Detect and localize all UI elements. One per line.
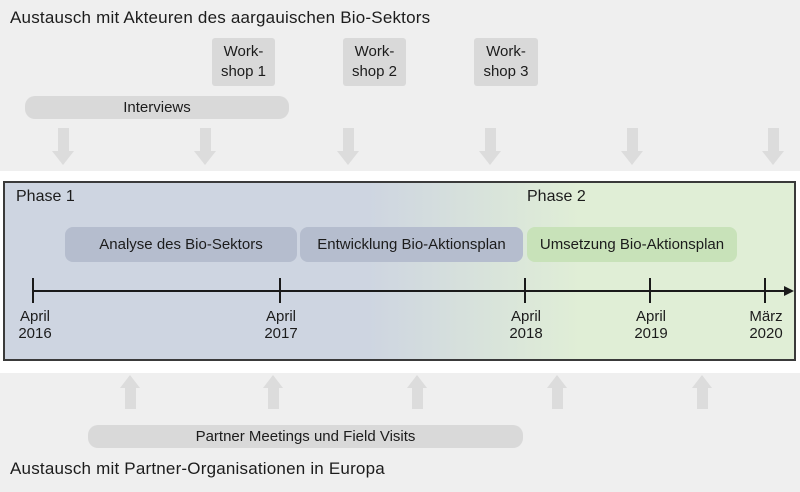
timeline-arrowhead-icon [784, 286, 794, 296]
tick-label-april-2017: April 2017 [264, 308, 298, 342]
workshop-2-label-line2: shop 2 [351, 63, 398, 80]
workshop-3-box: Work- shop 3 [474, 38, 538, 86]
down-arrow-icon [479, 128, 501, 165]
timeline-tick [764, 278, 766, 303]
timeline-tick [524, 278, 526, 303]
workshop-3-label-line1: Work- [486, 43, 526, 60]
down-arrow-icon [621, 128, 643, 165]
workshop-1-label-line1: Work- [223, 43, 264, 60]
tick-label-april-2016: April 2016 [18, 308, 52, 342]
phase-2-label: Phase 2 [527, 188, 586, 205]
top-section-title: Austausch mit Akteuren des aargauischen … [10, 8, 431, 27]
top-exchange-section: Austausch mit Akteuren des aargauischen … [0, 0, 800, 171]
tick-label-april-2019: April 2019 [634, 308, 668, 342]
phase-1-label: Phase 1 [16, 188, 75, 205]
up-arrow-icon [547, 375, 567, 409]
activity-analyse-box: Analyse des Bio-Sektors [65, 227, 297, 262]
timeline-tick [279, 278, 281, 303]
up-arrow-icon [692, 375, 712, 409]
timeline-tick [32, 278, 34, 303]
workshop-2-box: Work- shop 2 [343, 38, 406, 86]
down-arrow-icon [337, 128, 359, 165]
partner-meetings-box: Partner Meetings und Field Visits [88, 425, 523, 448]
up-arrow-icon [263, 375, 283, 409]
down-arrow-icon [52, 128, 74, 165]
bottom-exchange-section: Partner Meetings und Field Visits Austau… [0, 373, 800, 492]
down-arrow-icon [194, 128, 216, 165]
workshop-1-label-line2: shop 1 [220, 63, 267, 80]
phases-timeline-panel: Phase 1 Phase 2 Analyse des Bio-Sektors … [3, 181, 796, 361]
workshop-2-label-line1: Work- [354, 43, 395, 60]
up-arrow-icon [120, 375, 140, 409]
workshop-3-label-line2: shop 3 [483, 63, 529, 80]
up-arrow-icon [407, 375, 427, 409]
bottom-section-title: Austausch mit Partner-Organisationen in … [10, 459, 385, 478]
interviews-box: Interviews [25, 96, 289, 119]
tick-label-april-2018: April 2018 [509, 308, 543, 342]
tick-label-maerz-2020: März 2020 [749, 308, 783, 342]
down-arrow-icon [762, 128, 784, 165]
timeline-tick [649, 278, 651, 303]
workshop-1-box: Work- shop 1 [212, 38, 275, 86]
timeline-axis [33, 290, 786, 292]
activity-entwicklung-box: Entwicklung Bio-Aktionsplan [300, 227, 523, 262]
activity-umsetzung-box: Umsetzung Bio-Aktionsplan [527, 227, 737, 262]
